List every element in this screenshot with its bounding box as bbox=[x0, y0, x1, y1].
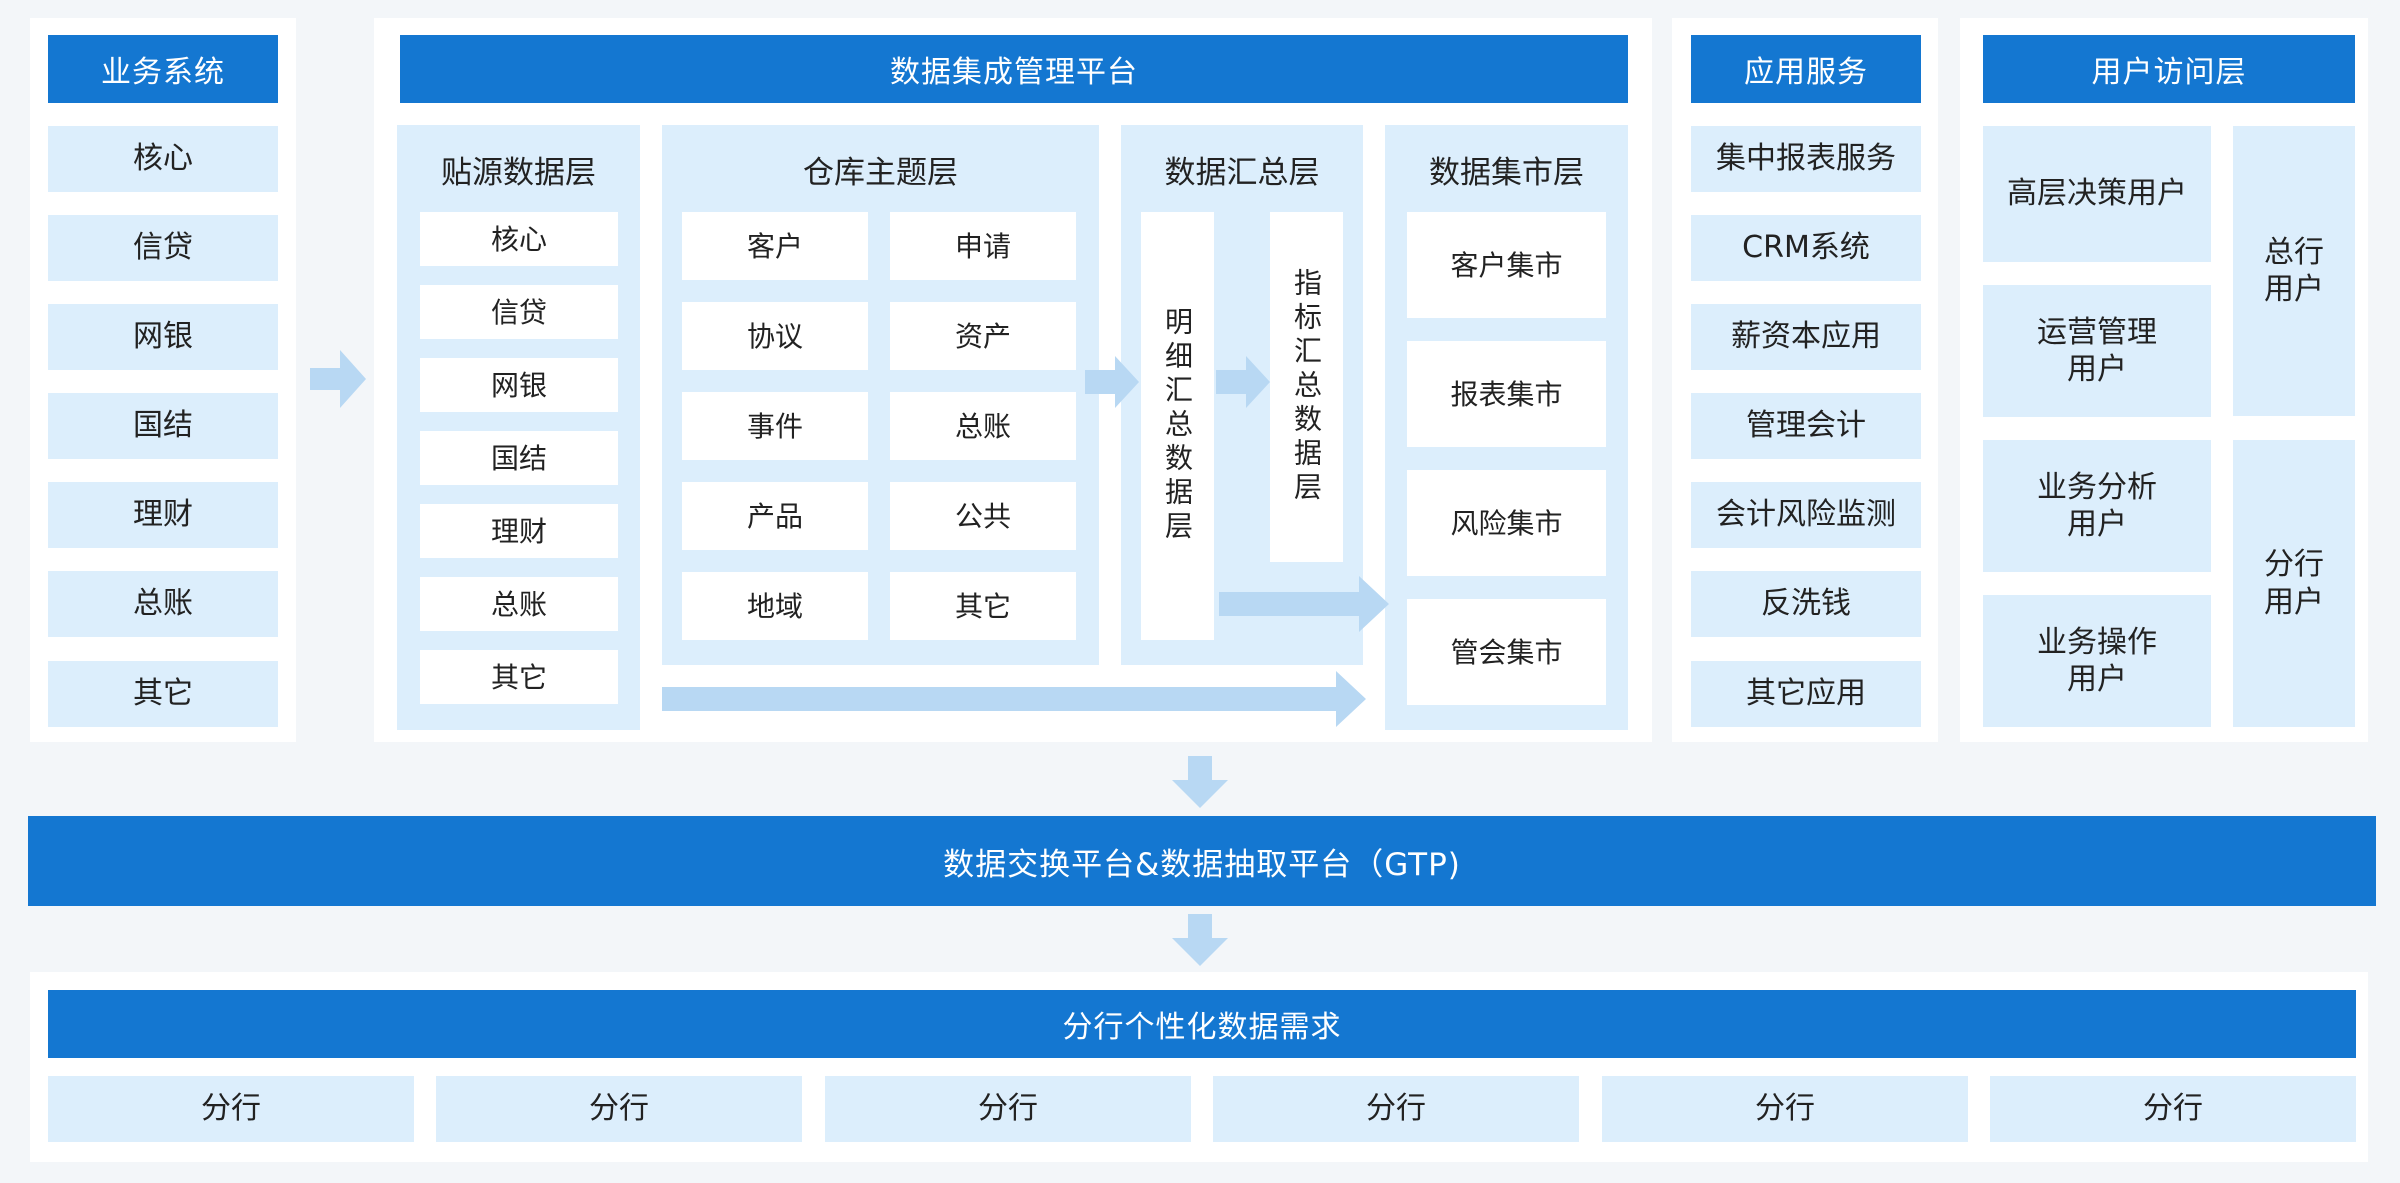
business-system-item: 网银 bbox=[48, 304, 278, 370]
detail-summary-layer: 明细汇总数据层 bbox=[1141, 212, 1214, 640]
app-service-item: 薪资本应用 bbox=[1691, 304, 1921, 370]
app-service-item: 反洗钱 bbox=[1691, 571, 1921, 637]
app-service-item: 其它应用 bbox=[1691, 661, 1921, 727]
user-access-header: 用户访问层 bbox=[1983, 35, 2355, 103]
flow-arrow-right-icon bbox=[1216, 356, 1270, 408]
app-services-header: 应用服务 bbox=[1691, 35, 1921, 103]
warehouse-topic-item: 总账 bbox=[890, 392, 1076, 460]
business-system-item: 信贷 bbox=[48, 215, 278, 281]
indicator-summary-label: 指标汇总数据层 bbox=[1290, 268, 1323, 506]
user-type-item: 运营管理用户 bbox=[1983, 285, 2211, 417]
app-service-item: CRM系统 bbox=[1691, 215, 1921, 281]
source-layer-item: 核心 bbox=[420, 212, 618, 266]
flow-arrow-down-icon bbox=[1172, 756, 1228, 808]
business-system-item: 总账 bbox=[48, 571, 278, 637]
business-systems-header: 业务系统 bbox=[48, 35, 278, 103]
flow-arrow-right-icon bbox=[310, 350, 366, 408]
user-type-item: 高层决策用户 bbox=[1983, 126, 2211, 262]
data-mart-item: 管会集市 bbox=[1407, 599, 1606, 705]
user-level-label: 分行用户 bbox=[2264, 547, 2324, 620]
summary-layer-title: 数据汇总层 bbox=[1164, 154, 1320, 191]
app-service-item: 管理会计 bbox=[1691, 393, 1921, 459]
data-mart-item: 报表集市 bbox=[1407, 341, 1606, 447]
source-layer-item: 理财 bbox=[420, 504, 618, 558]
warehouse-topic-item: 客户 bbox=[682, 212, 868, 280]
user-level-item: 总行用户 bbox=[2233, 126, 2355, 416]
business-system-item: 核心 bbox=[48, 126, 278, 192]
app-service-item: 会计风险监测 bbox=[1691, 482, 1921, 548]
user-type-item: 业务分析用户 bbox=[1983, 440, 2211, 572]
data-mart-item: 风险集市 bbox=[1407, 470, 1606, 576]
flow-arrow-down-icon bbox=[1172, 914, 1228, 966]
branch-item: 分行 bbox=[825, 1076, 1191, 1142]
exchange-platform-bar: 数据交换平台&数据抽取平台（GTP) bbox=[28, 816, 2376, 906]
data-mart-item: 客户集市 bbox=[1407, 212, 1606, 318]
business-system-item: 其它 bbox=[48, 661, 278, 727]
warehouse-topic-item: 申请 bbox=[890, 212, 1076, 280]
source-layer-item: 信贷 bbox=[420, 285, 618, 339]
platform-header: 数据集成管理平台 bbox=[400, 35, 1628, 103]
warehouse-topic-item: 资产 bbox=[890, 302, 1076, 370]
user-type-item: 业务操作用户 bbox=[1983, 595, 2211, 727]
user-level-label: 总行用户 bbox=[2264, 234, 2324, 308]
branch-header: 分行个性化数据需求 bbox=[48, 990, 2356, 1058]
indicator-summary-layer: 指标汇总数据层 bbox=[1270, 212, 1343, 562]
app-service-item: 集中报表服务 bbox=[1691, 126, 1921, 192]
user-level-item: 分行用户 bbox=[2233, 440, 2355, 727]
warehouse-topic-item: 地域 bbox=[682, 572, 868, 640]
flow-arrow-right-icon bbox=[662, 671, 1366, 727]
source-layer-item: 总账 bbox=[420, 577, 618, 631]
source-layer-item: 国结 bbox=[420, 431, 618, 485]
branch-item: 分行 bbox=[1990, 1076, 2356, 1142]
source-layer-item: 其它 bbox=[420, 650, 618, 704]
mart-layer-title: 数据集市层 bbox=[1429, 154, 1584, 191]
business-system-item: 国结 bbox=[48, 393, 278, 459]
detail-summary-label: 明细汇总数据层 bbox=[1161, 307, 1194, 545]
warehouse-topic-item: 协议 bbox=[682, 302, 868, 370]
branch-item: 分行 bbox=[436, 1076, 802, 1142]
branch-item: 分行 bbox=[1213, 1076, 1579, 1142]
user-type-label: 业务操作用户 bbox=[2037, 624, 2157, 698]
source-layer-item: 网银 bbox=[420, 358, 618, 412]
business-system-item: 理财 bbox=[48, 482, 278, 548]
source-layer-title: 贴源数据层 bbox=[441, 154, 596, 191]
warehouse-topic-item: 公共 bbox=[890, 482, 1076, 550]
user-type-label: 高层决策用户 bbox=[2007, 176, 2187, 212]
warehouse-topic-item: 产品 bbox=[682, 482, 868, 550]
warehouse-topic-item: 其它 bbox=[890, 572, 1076, 640]
branch-item: 分行 bbox=[1602, 1076, 1968, 1142]
user-type-label: 业务分析用户 bbox=[2037, 469, 2157, 543]
warehouse-layer-title: 仓库主题层 bbox=[803, 154, 958, 191]
flow-arrow-right-icon bbox=[1085, 356, 1139, 408]
user-type-label: 运营管理用户 bbox=[2037, 314, 2157, 388]
warehouse-topic-item: 事件 bbox=[682, 392, 868, 460]
branch-item: 分行 bbox=[48, 1076, 414, 1142]
flow-arrow-right-icon bbox=[1219, 576, 1389, 632]
